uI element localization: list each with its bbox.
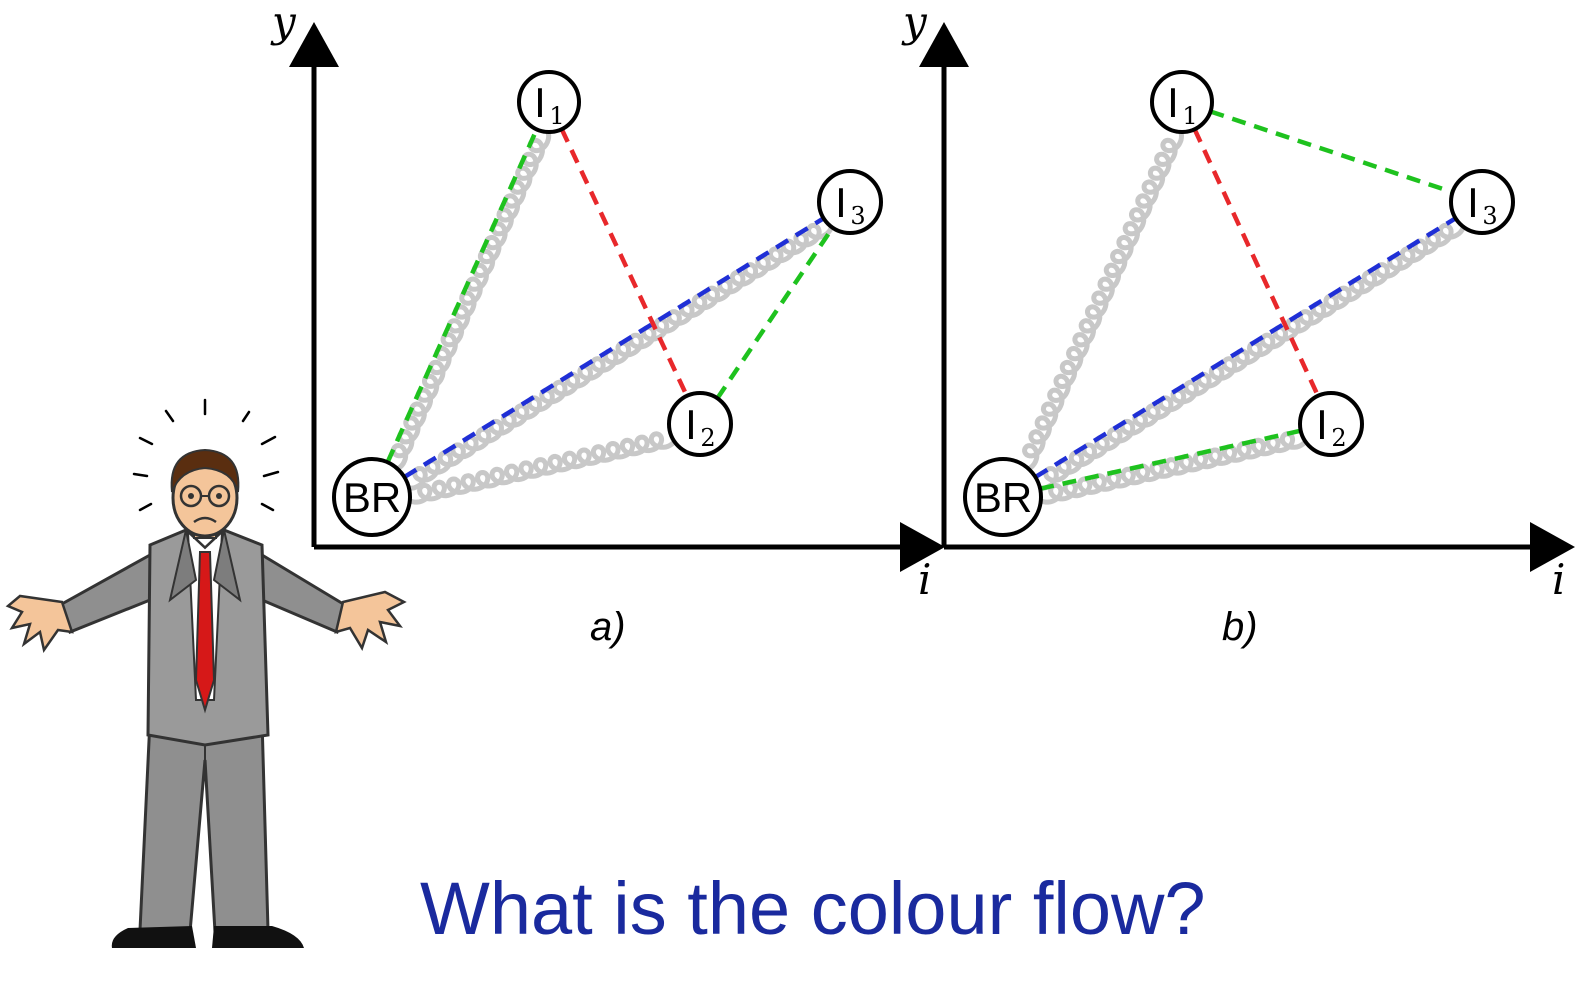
panel-b-node-br: BR — [963, 457, 1043, 537]
panel-b-y-axis-label: y — [901, 0, 928, 46]
node-subscript: 1 — [1182, 102, 1197, 130]
node-label: BR — [343, 474, 401, 521]
panel-b-label: b) — [1222, 605, 1258, 649]
colour-line-green-i1-i3 — [1209, 109, 1454, 195]
panel-a-label: a) — [590, 605, 626, 649]
panel-b-node-i2: I 2 — [1298, 391, 1364, 457]
panel-a-node-i3: I 3 — [817, 169, 883, 235]
question-text: What is the colour flow? — [420, 867, 1206, 950]
colour-line-blue-br-i3 — [403, 216, 825, 479]
node-label: I — [1467, 179, 1479, 226]
panel-a-node-i2: I 2 — [667, 391, 733, 457]
panel-b-node-i3: I 3 — [1449, 169, 1515, 235]
panel-b-x-axis-label: i — [1552, 555, 1565, 604]
panel-b-axes — [919, 22, 1575, 572]
panel-a-colour-lines — [385, 128, 835, 479]
panel-a-node-i1: I 1 — [517, 70, 581, 134]
node-subscript: 3 — [850, 202, 865, 230]
node-label: BR — [974, 474, 1032, 521]
panel-b-colour-lines — [1034, 109, 1457, 491]
node-label: I — [534, 79, 546, 126]
gluon-spring-br-i1 — [1015, 123, 1185, 473]
colour-line-red-i1-i2 — [1192, 128, 1321, 397]
node-label: I — [835, 179, 847, 226]
panel-b-gluons — [1015, 123, 1467, 505]
colour-line-red-i1-i2 — [559, 128, 689, 397]
node-label: I — [1167, 79, 1179, 126]
panel-b-node-i1: I 1 — [1150, 70, 1214, 134]
panel-a-y-axis-label: y — [270, 0, 297, 46]
colour-line-green-br-i1 — [385, 128, 539, 464]
node-subscript: 2 — [1331, 424, 1346, 452]
node-subscript: 2 — [700, 424, 715, 452]
gluon-spring-br-i3 — [1030, 214, 1467, 491]
node-subscript: 1 — [549, 102, 564, 130]
node-subscript: 3 — [1482, 202, 1497, 230]
gluon-spring-br-i2 — [1033, 428, 1310, 505]
panel-a-node-br: BR — [332, 457, 412, 537]
gluon-spring-br-i3 — [399, 214, 835, 491]
node-label: I — [1316, 401, 1328, 448]
gluon-spring-br-i2 — [402, 428, 679, 505]
confused-man-illustration — [5, 398, 407, 948]
panel-a-x-axis-label: i — [918, 555, 931, 604]
colour-line-green-i2-i3 — [715, 226, 835, 400]
panel-a-axes — [289, 22, 945, 572]
shock-lines-icon — [132, 398, 280, 512]
colour-line-blue-br-i3 — [1034, 216, 1457, 479]
node-label: I — [685, 401, 697, 448]
